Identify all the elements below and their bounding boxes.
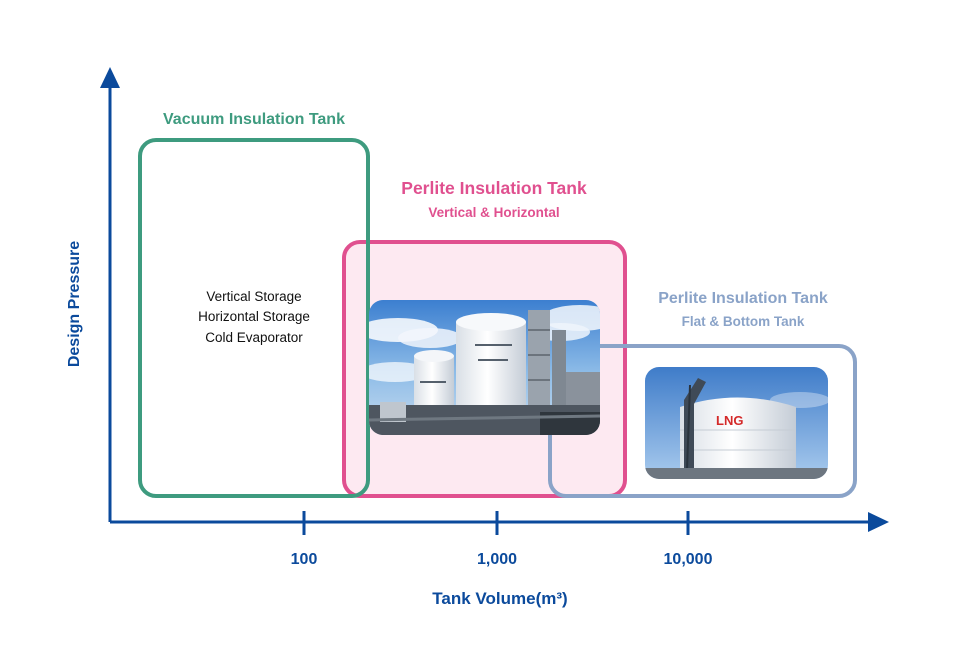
vertical-tanks-photo [369,300,600,435]
flat-tank-photo: LNG [645,367,828,479]
vacuum-title: Vacuum Insulation Tank [163,111,345,128]
perlite-vh-subtitle: Vertical & Horizontal [428,205,559,220]
x-tick-label-1000: 1,000 [477,551,517,568]
axes [100,67,889,535]
x-tick-label-10000: 10,000 [664,551,713,568]
y-axis-arrow [100,67,120,88]
y-axis-label: Design Pressure [66,241,83,367]
vacuum-line-2: Horizontal Storage [198,309,310,324]
vacuum-line-1: Vertical Storage [206,289,301,304]
x-axis-arrow [868,512,889,532]
x-tick-label-100: 100 [291,551,318,568]
vacuum-line-3: Cold Evaporator [205,330,303,345]
vacuum-region [138,138,370,498]
x-axis-label: Tank Volume(m³) [432,589,567,608]
perlite-flat-title: Perlite Insulation Tank [658,290,828,307]
perlite-flat-subtitle: Flat & Bottom Tank [682,314,805,329]
lng-sign-text: LNG [716,413,743,428]
perlite-vh-title: Perlite Insulation Tank [401,178,587,198]
